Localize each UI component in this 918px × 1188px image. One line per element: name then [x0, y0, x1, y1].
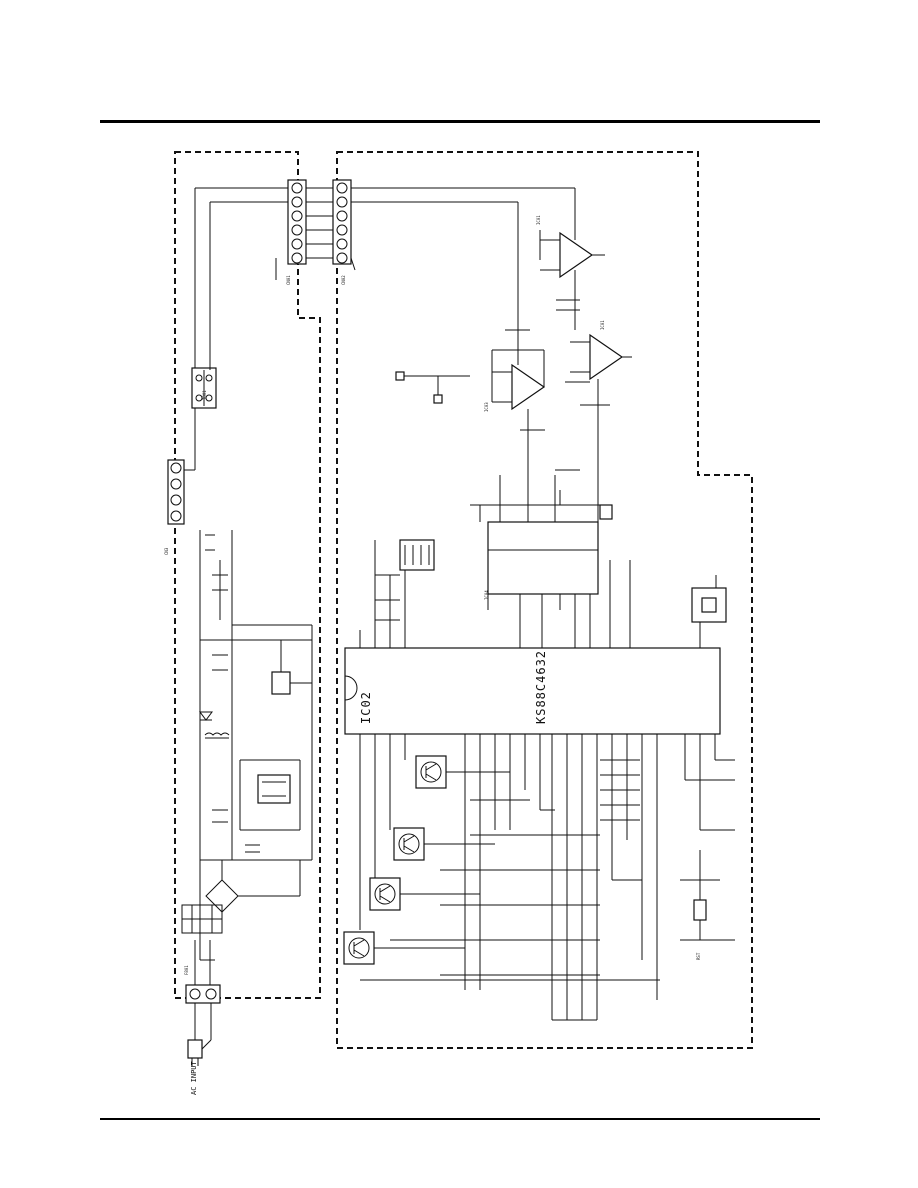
ac-input-label: AC INPUT — [190, 1060, 198, 1095]
svg-text:CN01: CN01 — [286, 275, 291, 285]
op-amp-1 — [539, 230, 605, 330]
connector-cn-left — [287, 179, 307, 265]
svg-text:F801: F801 — [184, 965, 189, 975]
transformer-t801 — [191, 367, 217, 409]
main-board-outline — [336, 151, 753, 1049]
switch-connector — [374, 539, 435, 630]
ac-input-connector — [185, 984, 221, 1066]
op-amp-3 — [491, 330, 546, 470]
svg-text:T801: T801 — [202, 390, 207, 400]
header-rule — [100, 120, 820, 123]
transistor-q4 — [415, 755, 447, 789]
main-ic-ic02 — [344, 647, 721, 735]
main-ic-reference: IC02 — [359, 691, 373, 724]
main-ic-top-pins — [359, 620, 701, 648]
op-amp-2 — [570, 333, 632, 470]
connector-4pin — [167, 360, 211, 525]
svg-text:IC01: IC01 — [536, 215, 541, 225]
power-board-outline — [174, 151, 321, 999]
connector-bus — [194, 187, 576, 470]
svg-text:IC03: IC03 — [484, 402, 489, 412]
footer-rule — [100, 1118, 820, 1120]
power-supply-section — [181, 530, 313, 985]
svg-text:IC01: IC01 — [600, 320, 605, 330]
svg-text:RST: RST — [696, 952, 701, 960]
op-amp-passives — [395, 299, 610, 471]
resonator — [691, 575, 727, 648]
svg-text:IC04: IC04 — [484, 590, 489, 600]
secondary-ic — [470, 470, 631, 650]
transistor-q2 — [369, 877, 401, 911]
transistor-q3 — [393, 827, 425, 861]
component-labels: IC01 IC01 IC03 IC04 CN01 CN02 T801 CN3 F… — [164, 215, 701, 975]
svg-text:CN02: CN02 — [341, 275, 346, 285]
main-ic-bottom-pins — [359, 734, 716, 1020]
transistor-q1 — [343, 931, 375, 965]
connector-cn-right — [332, 179, 352, 265]
led-switch-matrix — [360, 759, 660, 1021]
svg-text:CN3: CN3 — [164, 547, 169, 555]
main-ic-part-number: KS88C4632 — [534, 650, 548, 724]
reset-circuit — [680, 759, 735, 941]
